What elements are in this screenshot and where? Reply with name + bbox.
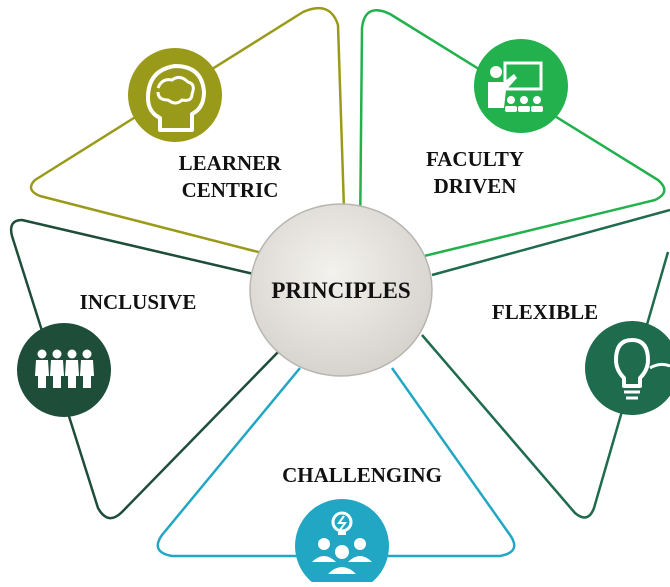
faculty-driven-node: FACULTY DRIVEN <box>426 39 568 198</box>
inclusive-label: INCLUSIVE <box>80 290 197 314</box>
learner-centric-node: LEARNER CENTRIC <box>128 48 282 202</box>
challenging-label: CHALLENGING <box>282 463 442 487</box>
challenging-node: CHALLENGING <box>282 463 442 587</box>
faculty-driven-label-line2: DRIVEN <box>434 174 517 198</box>
flexible-node: FLEXIBLE <box>492 300 670 415</box>
learner-centric-label-line2: CENTRIC <box>182 178 279 202</box>
teacher-classroom-icon <box>474 39 568 133</box>
people-group-icon <box>17 323 111 417</box>
flexible-label: FLEXIBLE <box>492 300 598 324</box>
lightbulb-icon <box>585 321 670 415</box>
team-idea-icon <box>295 499 389 587</box>
center-label: PRINCIPLES <box>271 278 410 303</box>
head-brain-icon <box>128 48 222 142</box>
petal-flexible <box>421 208 670 519</box>
faculty-driven-label-line1: FACULTY <box>426 147 524 171</box>
center-node: PRINCIPLES <box>249 203 433 377</box>
inclusive-node: INCLUSIVE <box>17 290 196 417</box>
learner-centric-label-line1: LEARNER <box>179 151 283 175</box>
